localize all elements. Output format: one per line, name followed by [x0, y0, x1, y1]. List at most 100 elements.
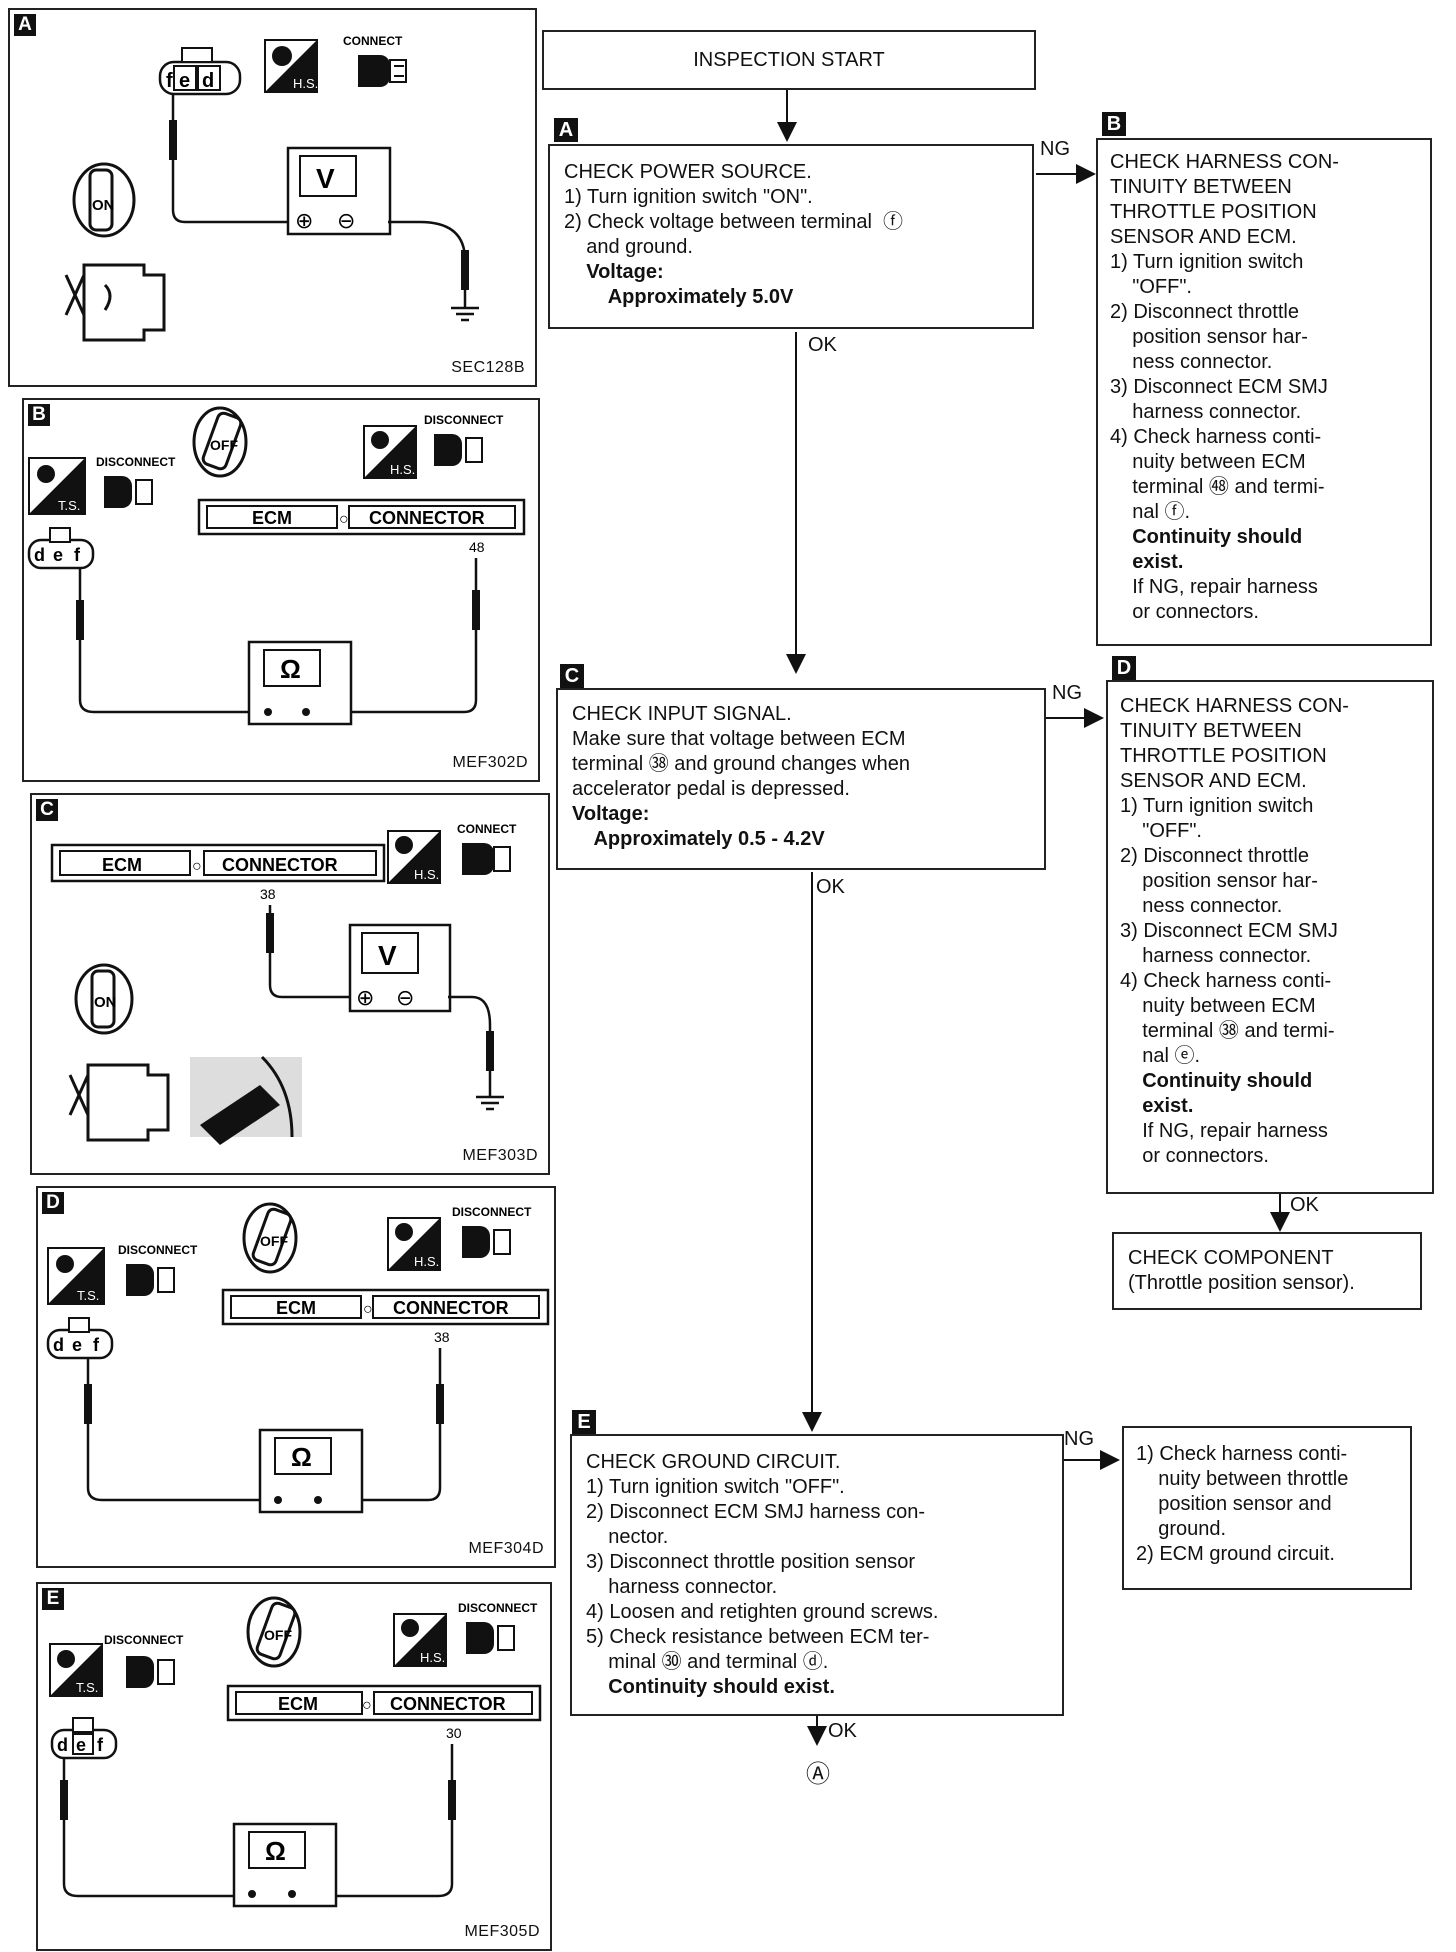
- ecm-connector: ECM ○ CONNECTOR: [50, 843, 386, 883]
- component-line: CHECK COMPONENT: [1128, 1247, 1334, 1269]
- step-d-line: ness connector.: [1120, 895, 1283, 917]
- step-b-box: CHECK HARNESS CON- TINUITY BETWEEN THROT…: [1096, 138, 1432, 646]
- connector-pin-label: e: [179, 70, 190, 92]
- step-b-line: 2) Disconnect throttle: [1110, 301, 1299, 323]
- step-b-line: "OFF".: [1110, 276, 1192, 298]
- svg-text:○: ○: [363, 1301, 373, 1318]
- svg-text:H.S.: H.S.: [414, 1254, 439, 1269]
- panel-c-drawing: ECM ○ CONNECTOR 38 H.S. CONNECT V ⊕ ⊖: [50, 822, 517, 1145]
- svg-text:ECM: ECM: [276, 1298, 316, 1318]
- step-a-box: CHECK POWER SOURCE. 1) Turn ignition swi…: [548, 144, 1034, 329]
- svg-text:⊖: ⊖: [396, 985, 414, 1010]
- step-e-box: CHECK GROUND CIRCUIT. 1) Turn ignition s…: [570, 1434, 1064, 1716]
- probe-wire-positive: [78, 568, 264, 714]
- step-b-line: TINUITY BETWEEN: [1110, 176, 1292, 198]
- check-component-box: CHECK COMPONENT (Throttle position senso…: [1112, 1232, 1422, 1310]
- panel-label: C: [36, 799, 58, 821]
- probe-wire-negative: [290, 1744, 454, 1898]
- probe-wire-positive: [86, 1358, 274, 1502]
- ng-label: NG: [1052, 682, 1082, 704]
- disconnect-icon: DISCONNECT: [118, 1243, 198, 1296]
- svg-text:H.S.: H.S.: [293, 76, 318, 91]
- step-c-line: Make sure that voltage between ECM: [572, 728, 906, 750]
- connector-pin-label: f: [166, 70, 173, 92]
- probe-positive: [169, 120, 177, 160]
- step-b-line: 4) Check harness conti-: [1110, 426, 1322, 448]
- ecm-connector: ECM ○ CONNECTOR: [197, 498, 526, 536]
- voltmeter-icon: V ⊕ ⊖: [286, 146, 392, 236]
- connect-icon: CONNECT: [343, 34, 407, 87]
- svg-text:DISCONNECT: DISCONNECT: [118, 1243, 198, 1257]
- e-ng-line: 2) ECM ground circuit.: [1136, 1543, 1335, 1565]
- svg-text:e: e: [53, 545, 63, 565]
- step-d-line: THROTTLE POSITION: [1120, 745, 1327, 767]
- svg-text:DISCONNECT: DISCONNECT: [452, 1205, 532, 1219]
- step-d-line: If NG, repair harness: [1120, 1120, 1328, 1142]
- ohmmeter-icon: Ω: [247, 640, 353, 726]
- ground-symbol-icon: [476, 1085, 504, 1111]
- step-c-box: CHECK INPUT SIGNAL. Make sure that volta…: [556, 688, 1046, 870]
- step-b-line: THROTTLE POSITION: [1110, 201, 1317, 223]
- illustration-panel-a: f e d H.S. CONNECT V ⊕ ⊖: [8, 8, 537, 387]
- disconnect-icon: DISCONNECT: [96, 455, 176, 508]
- step-a-line: 2) Check voltage between terminal ⓕ: [564, 211, 904, 233]
- panel-label: A: [14, 14, 36, 36]
- ts-sensor-icon: T.S.: [28, 457, 86, 515]
- probe-positive: [60, 1780, 68, 1820]
- engine-icon: [64, 263, 166, 342]
- svg-text:CONNECT: CONNECT: [343, 34, 403, 48]
- step-e-line: 4) Loosen and retighten ground screws.: [586, 1601, 939, 1623]
- component-line: (Throttle position sensor).: [1128, 1272, 1355, 1294]
- pin-number: 38: [260, 886, 276, 902]
- step-c-line: Approximately 0.5 - 4.2V: [572, 828, 825, 850]
- pin-number: 30: [446, 1725, 462, 1741]
- step-e-line: 5) Check resistance between ECM ter-: [586, 1626, 930, 1648]
- step-e-label: E: [572, 1410, 596, 1434]
- step-c-line: accelerator pedal is depressed.: [572, 778, 850, 800]
- svg-text:f: f: [93, 1335, 100, 1355]
- illustration-panel-c: ECM ○ CONNECTOR 38 H.S. CONNECT V ⊕ ⊖: [30, 793, 550, 1175]
- step-d-line: exist.: [1120, 1095, 1194, 1117]
- disconnect-icon: DISCONNECT: [458, 1601, 538, 1654]
- ignition-key-icon: ON: [72, 162, 136, 238]
- end-marker: Ⓐ: [806, 1761, 830, 1788]
- hs-sensor-icon: H.S.: [393, 1613, 447, 1667]
- step-b-line: harness connector.: [1110, 401, 1302, 423]
- step-d-label: D: [1112, 656, 1136, 680]
- svg-text:⊖: ⊖: [337, 208, 355, 233]
- probe-negative: [436, 1384, 444, 1424]
- svg-text:d: d: [53, 1335, 64, 1355]
- step-b-line: nuity between ECM: [1110, 451, 1306, 473]
- step-d-line: 4) Check harness conti-: [1120, 970, 1332, 992]
- e-ng-line: position sensor and: [1136, 1493, 1332, 1515]
- svg-text:ECM: ECM: [102, 855, 142, 875]
- svg-text:○: ○: [192, 858, 202, 875]
- svg-text:OFF: OFF: [260, 1233, 288, 1249]
- ignition-key-icon: OFF: [242, 1202, 298, 1274]
- svg-text:f: f: [74, 545, 81, 565]
- svg-text:V: V: [316, 163, 335, 194]
- accelerator-pedal-icon: [190, 1055, 302, 1145]
- svg-text:V: V: [378, 940, 397, 971]
- panel-b-drawing: T.S. DISCONNECT OFF H.S. DISCONNECT: [27, 406, 526, 726]
- step-d-line: nal ⓔ.: [1120, 1045, 1201, 1067]
- svg-text:T.S.: T.S.: [58, 498, 80, 513]
- ok-label: OK: [816, 876, 845, 898]
- step-b-line: exist.: [1110, 551, 1184, 573]
- connector-pin-label: d: [202, 70, 214, 92]
- step-e-line: nector.: [586, 1526, 669, 1548]
- step-d-line: SENSOR AND ECM.: [1120, 770, 1307, 792]
- svg-text:ECM: ECM: [252, 508, 292, 528]
- tps-connector: d e f: [50, 1717, 118, 1760]
- step-b-line: or connectors.: [1110, 601, 1259, 623]
- disconnect-icon: DISCONNECT: [104, 1633, 184, 1688]
- ignition-key-icon: OFF: [246, 1596, 302, 1668]
- step-b-label: B: [1102, 112, 1126, 136]
- ecm-connector: ECM ○ CONNECTOR: [226, 1684, 542, 1722]
- svg-text:Ω: Ω: [265, 1836, 286, 1866]
- ts-sensor-icon: T.S.: [47, 1247, 105, 1305]
- step-a-label: A: [554, 118, 578, 142]
- step-b-line: SENSOR AND ECM.: [1110, 226, 1297, 248]
- svg-text:DISCONNECT: DISCONNECT: [458, 1601, 538, 1615]
